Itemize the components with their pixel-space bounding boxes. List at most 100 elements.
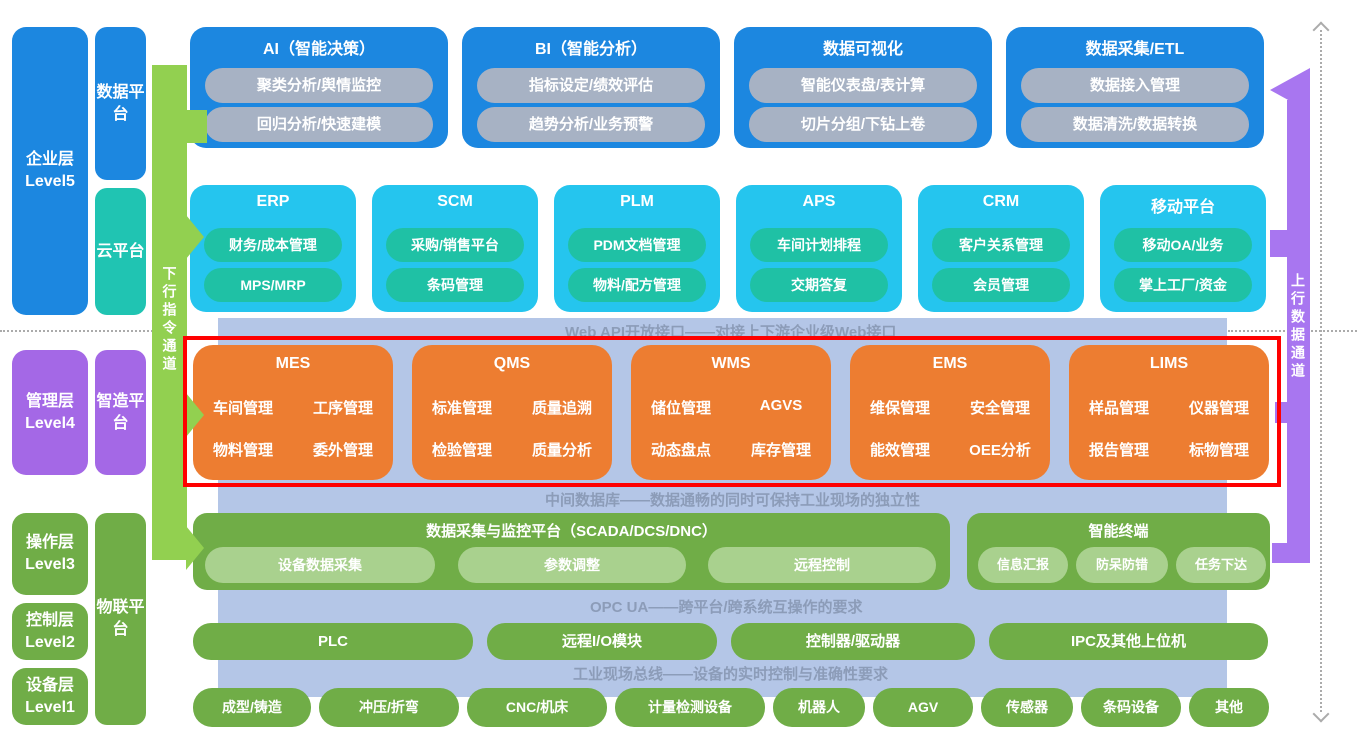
ems-item: 维保管理 — [869, 400, 930, 417]
layer-enterprise-level5: 企业层 Level5 — [12, 27, 88, 315]
wms-item: AGVS — [759, 397, 803, 414]
box-aps-title: APS — [802, 193, 836, 210]
pill-trend: 趋势分析/业务预警 — [477, 107, 705, 142]
ems-item: 安全管理 — [969, 400, 1030, 417]
box-ems: EMS 维保管理 安全管理 能效管理 OEE分析 — [850, 345, 1050, 480]
qms-item: 质量分析 — [531, 442, 592, 459]
pill-barcode-mgmt: 条码管理 — [386, 268, 524, 302]
band-opc-ua: OPC UA——跨平台/跨系统互操作的要求 — [590, 599, 863, 616]
pill-molding-casting: 成型/铸造 — [193, 688, 311, 727]
pill-purchase-sales: 采购/销售平台 — [386, 228, 524, 262]
pill-pdm: PDM文档管理 — [568, 228, 706, 262]
box-mes-title: MES — [275, 355, 311, 372]
pill-param-adjust: 参数调整 — [458, 547, 686, 583]
mes-item: 物料管理 — [212, 442, 273, 459]
downlink-arrowhead-mes — [186, 393, 204, 437]
chevron-up-icon — [1312, 21, 1330, 39]
pill-remote-control: 远程控制 — [708, 547, 936, 583]
highlight-rect-mes-row — [183, 336, 1281, 487]
box-qms: QMS 标准管理质量追溯 检验管理质量分析 — [412, 345, 612, 480]
downlink-channel-label: 下行指令通道 — [161, 265, 178, 374]
box-lims-title: LIMS — [1149, 355, 1189, 372]
pill-stamping-bending: 冲压/折弯 — [319, 688, 459, 727]
mes-item: 委外管理 — [312, 442, 373, 459]
downlink-arrowhead-scada — [186, 526, 204, 570]
box-plm: PLM PDM文档管理 物料/配方管理 — [554, 185, 720, 312]
platform-cloud: 云平台 — [95, 188, 146, 315]
wms-item: 储位管理 — [650, 400, 711, 417]
pill-device-data-collect: 设备数据采集 — [205, 547, 435, 583]
box-scm: SCM 采购/销售平台 条码管理 — [372, 185, 538, 312]
box-aps: APS 车间计划排程 交期答复 — [736, 185, 902, 312]
pill-other: 其他 — [1189, 688, 1269, 727]
pill-metrology: 计量检测设备 — [615, 688, 765, 727]
pill-customer-mgmt: 客户关系管理 — [932, 228, 1070, 262]
box-smart-terminal: 智能终端 信息汇报 防呆防错 任务下达 — [967, 513, 1270, 590]
chevron-down-icon — [1312, 705, 1330, 723]
pill-dashboard: 智能仪表盘/表计算 — [749, 68, 977, 103]
pill-regression: 回归分析/快速建模 — [205, 107, 433, 142]
pill-pocket-factory: 掌上工厂/资金 — [1114, 268, 1252, 302]
downlink-arrow-top-stub — [187, 110, 207, 143]
box-erp-title: ERP — [256, 193, 290, 210]
qms-item: 检验管理 — [431, 442, 492, 459]
pill-member-mgmt: 会员管理 — [932, 268, 1070, 302]
box-bi: BI（智能分析） 指标设定/绩效评估 趋势分析/业务预警 — [462, 27, 720, 148]
box-smart-terminal-title: 智能终端 — [1088, 523, 1149, 540]
mes-item: 车间管理 — [212, 400, 273, 417]
pill-controller-driver: 控制器/驱动器 — [731, 623, 975, 660]
ems-item: 能效管理 — [869, 442, 930, 459]
box-ems-title: EMS — [932, 355, 968, 372]
box-crm: CRM 客户关系管理 会员管理 — [918, 185, 1084, 312]
pill-robot: 机器人 — [773, 688, 865, 727]
band-fieldbus: 工业现场总线——设备的实时控制与准确性要求 — [573, 666, 889, 683]
platform-data: 数据平台 — [95, 27, 146, 180]
box-wms-title: WMS — [711, 355, 751, 372]
lims-item: 样品管理 — [1088, 400, 1149, 417]
box-mes: MES 车间管理 工序管理 物料管理 委外管理 — [193, 345, 393, 480]
ems-item: OEE分析 — [969, 442, 1031, 459]
uplink-stub-mobile — [1270, 230, 1287, 257]
box-ai-title: AI（智能决策） — [262, 41, 375, 58]
pill-barcode-device: 条码设备 — [1081, 688, 1181, 727]
wms-item: 动态盘点 — [650, 442, 711, 459]
pill-poka-yoke: 防呆防错 — [1076, 547, 1168, 583]
box-visualization: 数据可视化 智能仪表盘/表计算 切片分组/下钻上卷 — [734, 27, 992, 148]
pill-data-access: 数据接入管理 — [1021, 68, 1249, 103]
box-scada: 数据采集与监控平台（SCADA/DCS/DNC） 设备数据采集 参数调整 远程控… — [193, 513, 950, 590]
box-crm-title: CRM — [982, 193, 1020, 210]
platform-iot: 物联平台 — [95, 513, 146, 725]
lims-item: 标物管理 — [1188, 442, 1249, 459]
pill-delivery-reply: 交期答复 — [750, 268, 888, 302]
box-visualization-title: 数据可视化 — [822, 41, 903, 58]
pill-task-dispatch: 任务下达 — [1176, 547, 1266, 583]
box-bi-title: BI（智能分析） — [534, 41, 647, 58]
pill-scheduling: 车间计划排程 — [750, 228, 888, 262]
uplink-foot-terminal — [1272, 543, 1287, 563]
box-scm-title: SCM — [437, 193, 473, 210]
pill-sensor: 传感器 — [981, 688, 1073, 727]
box-qms-title: QMS — [493, 355, 531, 372]
box-lims: LIMS 样品管理仪器管理 报告管理标物管理 — [1069, 345, 1269, 480]
pill-mobile-oa: 移动OA/业务 — [1114, 228, 1252, 262]
uplink-arrow-bar — [1287, 100, 1310, 563]
box-scada-title: 数据采集与监控平台（SCADA/DCS/DNC） — [426, 523, 717, 540]
downlink-arrowhead-erp — [186, 215, 204, 259]
downlink-arrow-bar — [152, 65, 187, 560]
box-ai: AI（智能决策） 聚类分析/舆情监控 回归分析/快速建模 — [190, 27, 448, 148]
pill-mps-mrp: MPS/MRP — [204, 268, 342, 302]
box-erp: ERP 财务/成本管理 MPS/MRP — [190, 185, 356, 312]
pill-remote-io: 远程I/O模块 — [487, 623, 717, 660]
pill-slicing: 切片分组/下钻上卷 — [749, 107, 977, 142]
pill-plc: PLC — [193, 623, 473, 660]
box-plm-title: PLM — [620, 193, 654, 210]
mes-item: 工序管理 — [312, 400, 373, 417]
pill-agv: AGV — [873, 688, 973, 727]
lims-item: 报告管理 — [1088, 442, 1149, 459]
layer-control-level2: 控制层 Level2 — [12, 603, 88, 660]
layer-device-level1: 设备层 Level1 — [12, 668, 88, 725]
box-etl: 数据采集/ETL 数据接入管理 数据清洗/数据转换 — [1006, 27, 1264, 148]
dotted-line-vertical — [1320, 30, 1322, 712]
box-mobile: 移动平台 移动OA/业务 掌上工厂/资金 — [1100, 185, 1266, 312]
